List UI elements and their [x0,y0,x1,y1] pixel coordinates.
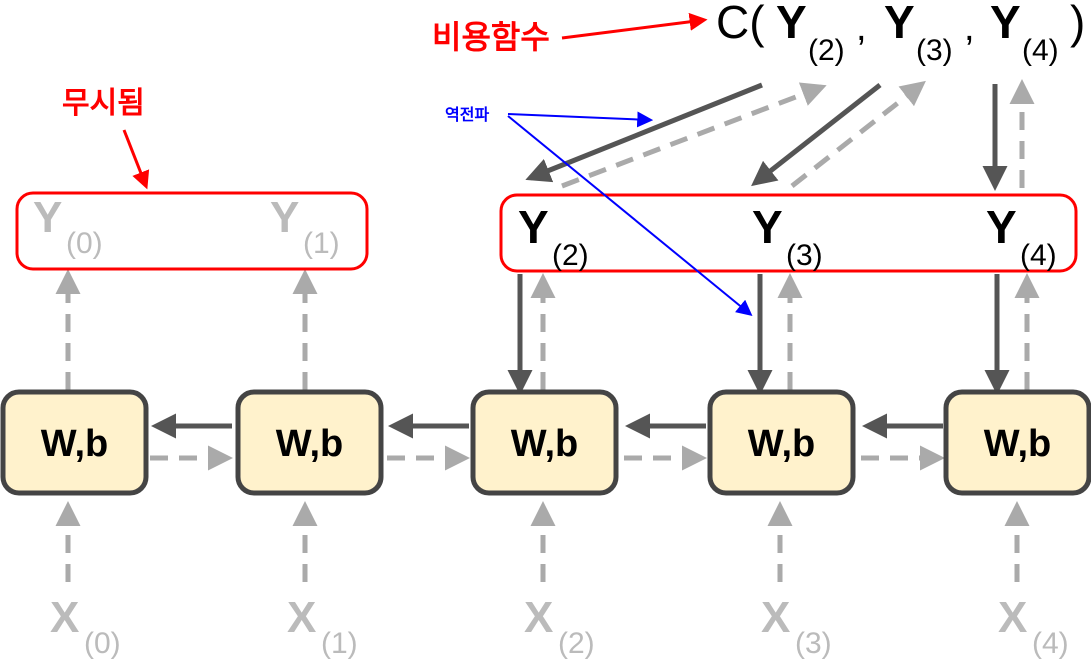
cost-subscript: (2) [808,34,845,67]
cell-box [235,389,384,496]
cell-1: W,b [235,389,384,496]
output-subscript: (3) [786,239,823,272]
cell-0: W,b [0,389,149,496]
ignored-label: 무시됨 [62,87,145,120]
cost-output-backward-2 [525,82,763,183]
input-letter: X [998,593,1027,642]
input-arrows [55,501,1030,582]
cell-2: W,b [470,389,619,496]
cell-label: W,b [41,423,109,465]
output-letter: Y [752,201,783,253]
input-x0: X (0) [50,593,121,660]
cell-label: W,b [984,423,1052,465]
cell-label: W,b [748,423,816,465]
output-cost-forward-2 [561,82,827,189]
cost-output-backward-arrows [525,82,1008,191]
cell-output-forward-arrows [55,269,1040,390]
cell-box [470,389,619,496]
backprop-arrow-lower [507,115,753,317]
cost-function: C( Y (2) , Y (3) , Y (4) ) [716,0,1085,67]
cost-subscript: (4) [1022,34,1059,67]
cost-separator: , [964,7,975,49]
input-letter: X [524,593,553,642]
output-letter: Y [986,201,1017,253]
cell-4: W,b [943,389,1091,496]
cost-y-letter: Y [884,0,915,48]
input-x3: X (3) [761,593,832,660]
input-subscript: (3) [795,627,832,660]
input-subscript: (1) [321,627,358,660]
output-letter: Y [270,193,299,242]
input-x2: X (2) [524,593,595,660]
input-letter: X [287,593,316,642]
input-letter: X [50,593,79,642]
output-subscript: (1) [303,227,340,260]
cost-y-letter: Y [776,0,807,48]
input-subscript: (0) [84,627,121,660]
ignored-outputs-box [15,191,369,271]
cost-output-backward-3 [751,83,882,187]
cost-function-label: 비용함수 [432,19,550,55]
cost-close: ) [1070,0,1085,48]
output-letter: Y [518,201,549,253]
ignored-output-labels: Y (0) Y (1) [33,193,340,260]
ignored-y1: Y (1) [270,193,340,260]
output-subscript: (0) [66,227,103,260]
backprop-label: 역전파 [445,106,489,124]
cost-prefix: C( [716,0,765,48]
input-labels: X (0) X (1) X (2) X (3) X (4) [50,593,1069,660]
output-cost-forward-arrows [561,79,1035,189]
output-letter: Y [33,193,62,242]
cell-box [943,389,1091,496]
backprop-arrow-upper [507,111,654,128]
output-y2: Y (2) [518,201,589,272]
input-x4: X (4) [998,593,1069,660]
cost-label-arrow [561,12,708,40]
input-letter: X [761,593,790,642]
cells: W,b W,b W,b W,b W,b [0,389,1091,496]
cell-box [707,389,856,496]
cell-3: W,b [707,389,856,496]
output-cost-forward-3 [790,80,926,188]
input-subscript: (4) [1032,627,1069,660]
cost-y-letter: Y [990,0,1021,48]
used-outputs-box [499,193,1078,273]
output-y3: Y (3) [752,201,823,272]
cell-label: W,b [276,423,344,465]
input-subscript: (2) [558,627,595,660]
ignored-y0: Y (0) [33,193,103,260]
output-subscript: (4) [1020,239,1057,272]
output-y4: Y (4) [986,201,1057,272]
cell-label: W,b [511,423,579,465]
output-subscript: (2) [552,239,589,272]
output-cell-backward-arrows [507,274,1010,395]
input-x1: X (1) [287,593,358,660]
used-output-labels: Y (2) Y (3) Y (4) [518,201,1057,272]
cell-box [0,389,149,496]
cost-subscript: (3) [916,34,953,67]
ignored-label-arrow [122,129,150,190]
cost-separator: , [856,7,867,49]
